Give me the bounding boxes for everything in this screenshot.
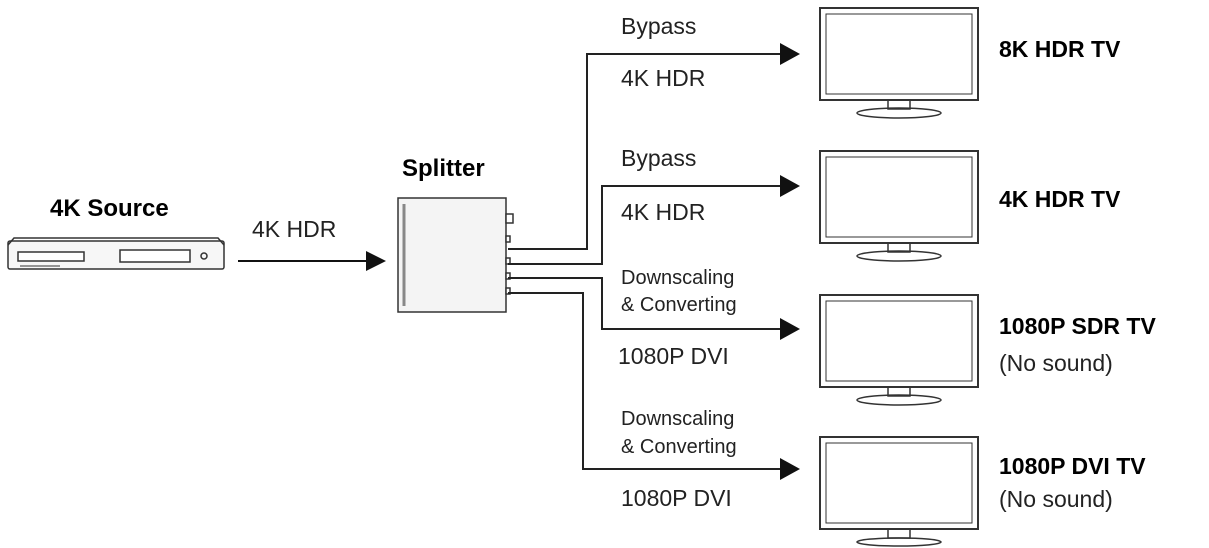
tv-name-label: 1080P SDR TV xyxy=(999,313,1156,339)
output-signal-label: 4K HDR xyxy=(621,199,706,225)
tv-name-label: 1080P DVI TV xyxy=(999,453,1146,479)
output-mode-label: Downscaling xyxy=(621,267,735,289)
output-mode-label: Bypass xyxy=(621,13,697,39)
tv-icon xyxy=(819,436,979,547)
tv-icon xyxy=(819,150,979,262)
output-arrowheads xyxy=(780,43,800,480)
output-signal-label: 1080P DVI xyxy=(621,485,732,511)
output-signal-label: 1080P DVI xyxy=(618,343,729,369)
tv-name-label: 8K HDR TV xyxy=(999,36,1121,62)
tv-icon xyxy=(819,7,979,119)
tv-note-label: (No sound) xyxy=(999,350,1113,376)
tv-icon xyxy=(819,294,979,406)
tv-note-label: (No sound) xyxy=(999,486,1113,512)
output-mode-label: Bypass xyxy=(621,145,697,171)
output-mode-label: Downscaling xyxy=(621,408,735,430)
output-lines xyxy=(508,53,782,470)
source-player-icon xyxy=(7,237,225,270)
input-arrow xyxy=(238,251,386,271)
output-mode-label-line2: & Converting xyxy=(621,436,737,458)
output-signal-label: 4K HDR xyxy=(621,65,706,91)
source-title: 4K Source xyxy=(50,195,169,222)
splitter-title: Splitter xyxy=(402,155,485,182)
output-mode-label-line2: & Converting xyxy=(621,294,737,316)
tv-name-label: 4K HDR TV xyxy=(999,186,1121,212)
splitter-box-icon xyxy=(397,197,514,313)
source-signal-label: 4K HDR xyxy=(252,216,337,242)
